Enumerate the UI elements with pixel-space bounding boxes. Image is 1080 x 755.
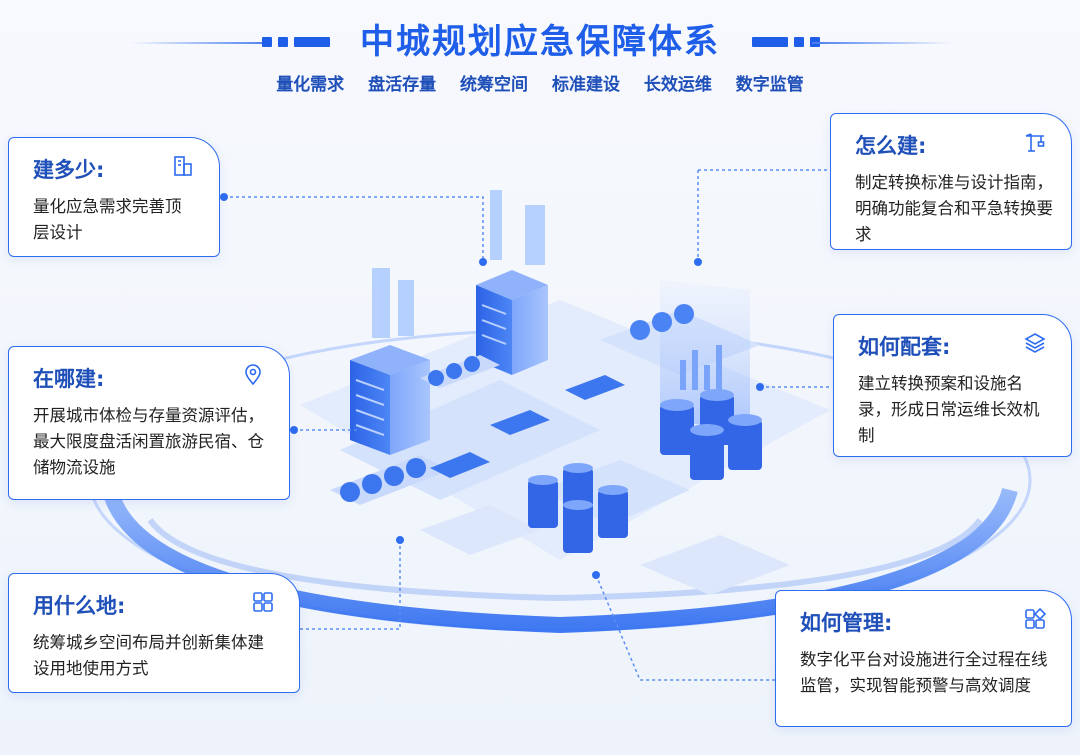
building-icon xyxy=(174,156,192,176)
card-heading: 怎么建: xyxy=(855,134,927,158)
title-dash-left-1 xyxy=(262,37,272,47)
subtitle-item: 盘活存量 xyxy=(368,75,437,95)
title-dash-right-1 xyxy=(752,37,788,47)
crane-icon xyxy=(1025,133,1045,152)
title-dash-left-2 xyxy=(278,37,288,47)
connector-lines xyxy=(224,169,830,681)
card-heading: 建多少: xyxy=(33,158,105,182)
connector-dots xyxy=(220,193,764,579)
title-dash-left-3 xyxy=(294,37,330,47)
card-how-build: 怎么建: 制定转换标准与设计指南，明确功能复合和平急转换要求 xyxy=(830,113,1072,250)
card-how-manage: 如何管理: 数字化平台对设施进行全过程在线监管，实现智能预警与高效调度 xyxy=(775,590,1072,727)
title-line-right xyxy=(812,42,952,44)
location-pin-icon xyxy=(245,364,261,386)
subtitle-item: 量化需求 xyxy=(276,75,345,95)
solar-panels xyxy=(430,375,625,478)
card-text: 数字化平台对设施进行全过程在线监管，实现智能预警与高效调度 xyxy=(800,650,1048,695)
center-building xyxy=(476,190,548,375)
card-heading: 在哪建: xyxy=(33,367,105,391)
card-where: 在哪建: 开展城市体检与存量资源评估，最大限度盘活闲置旅游民宿、仓储物流设施 xyxy=(8,346,290,500)
subtitle-item: 长效运维 xyxy=(643,75,712,95)
subtitle-row: 量化需求 盘活存量 统筹空间 标准建设 长效运维 数字监管 xyxy=(0,70,1080,95)
card-text: 制定转换标准与设计指南，明确功能复合和平急转换要求 xyxy=(855,173,1053,244)
card-what-land: 用什么地: 统筹城乡空间布局并创新集体建设用地使用方式 xyxy=(8,573,300,693)
card-text: 统筹城乡空间布局并创新集体建设用地使用方式 xyxy=(33,633,264,678)
title-line-left xyxy=(130,42,270,44)
layers-icon xyxy=(1024,333,1046,353)
page-title: 中城规划应急保障体系 xyxy=(360,22,720,62)
card-heading: 用什么地: xyxy=(33,594,126,618)
dashboard-grid-icon xyxy=(1025,607,1047,629)
card-heading: 如何配套: xyxy=(858,335,951,359)
title-dash-right-2 xyxy=(794,37,804,47)
pipe-rack-left xyxy=(330,355,500,505)
card-text: 建立转换预案和设施名录，形成日常运维长效机制 xyxy=(858,374,1040,445)
subtitle-item: 数字监管 xyxy=(735,75,804,95)
storage-tanks-right xyxy=(660,389,762,480)
card-text: 开展城市体检与存量资源评估，最大限度盘活闲置旅游民宿、仓储物流设施 xyxy=(33,406,264,477)
card-text: 量化应急需求完善顶层设计 xyxy=(33,197,182,242)
storage-tanks-center xyxy=(528,463,628,553)
grid-icon xyxy=(253,592,273,612)
subtitle-item: 统筹空间 xyxy=(460,75,529,95)
card-how-much: 建多少: 量化应急需求完善顶层设计 xyxy=(8,137,220,257)
card-heading: 如何管理: xyxy=(800,611,893,635)
subtitle-item: 标准建设 xyxy=(551,75,620,95)
left-building xyxy=(350,268,430,455)
card-how-support: 如何配套: 建立转换预案和设施名录，形成日常运维长效机制 xyxy=(833,314,1072,457)
